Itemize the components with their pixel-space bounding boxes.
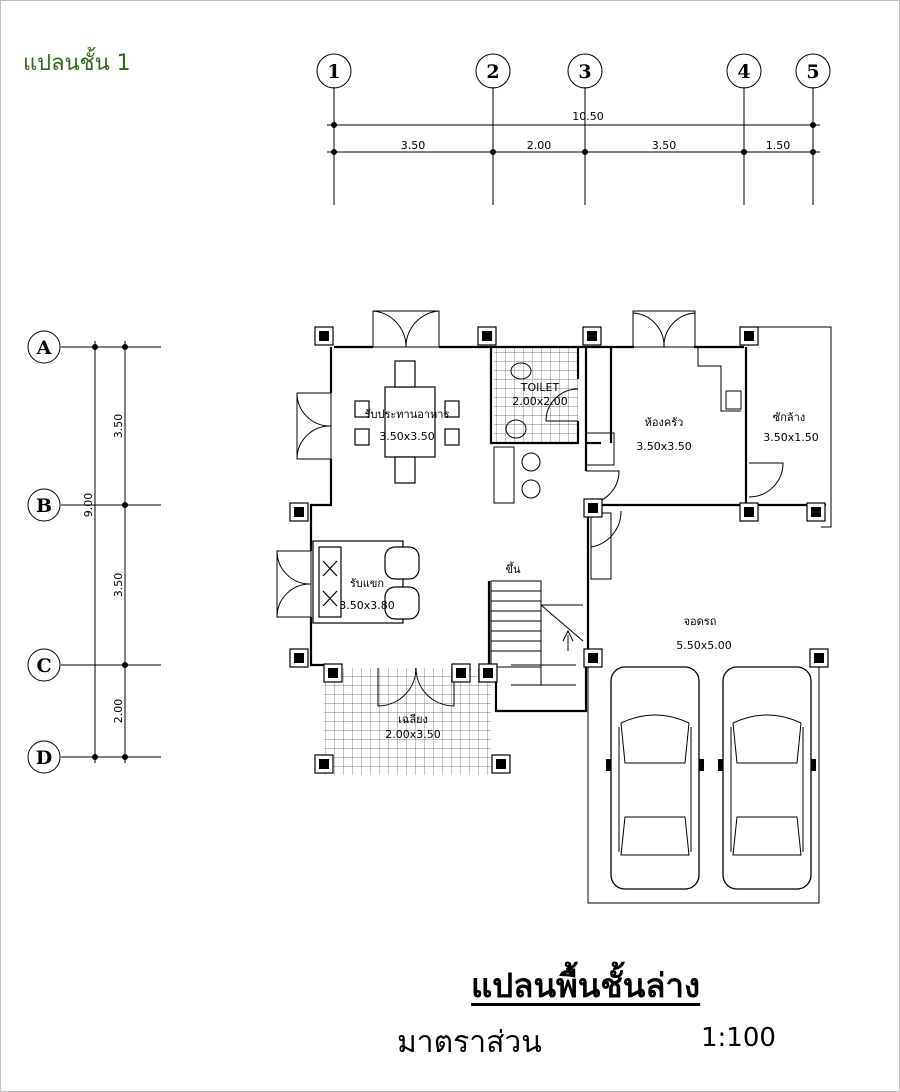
- living-room-furniture: [312, 540, 420, 624]
- span-b-c-dimension: 3.50: [112, 573, 125, 598]
- garage-name: จอดรถ: [684, 615, 717, 628]
- dining-room-name: รับประทานอาหาร: [365, 408, 450, 421]
- column-5-label: 5: [806, 61, 819, 83]
- stair-up-label: ขึ้น: [505, 561, 521, 576]
- living-room-name: รับแขก: [350, 577, 384, 590]
- overall-width-dimension: 10.50: [572, 110, 604, 123]
- porch-name: เฉลียง: [398, 713, 428, 726]
- column-3-label: 3: [578, 61, 591, 83]
- car-2: [717, 666, 817, 890]
- plan-label: แปลนชั้น 1: [23, 51, 131, 76]
- column-2-label: 2: [486, 61, 499, 83]
- row-a-label: A: [36, 337, 52, 359]
- row-d-label: D: [36, 747, 52, 769]
- dining-room-size: 3.50x3.50: [379, 430, 435, 443]
- column-grid: [316, 53, 831, 205]
- porch-size: 2.00x3.50: [385, 728, 441, 741]
- row-grid: [27, 330, 161, 774]
- kitchen-name: ห้องครัว: [645, 416, 684, 429]
- laundry-name: ซักล้าง: [773, 411, 805, 424]
- span-1-2-dimension: 3.50: [401, 139, 426, 152]
- wash-basin: [505, 419, 527, 439]
- toilet-name: TOILET: [520, 381, 560, 394]
- garage-size: 5.50x5.00: [676, 639, 732, 652]
- water-jar-2: [521, 479, 541, 499]
- overall-depth-dimension: 9.00: [82, 493, 95, 518]
- car-1: [605, 666, 705, 890]
- living-room-size: 3.50x3.80: [339, 599, 395, 612]
- kitchen-sink: [725, 390, 742, 410]
- scale-value: 1:100: [701, 1023, 776, 1053]
- doors-and-windows: [276, 310, 784, 707]
- row-b-label: B: [36, 495, 52, 517]
- column-1-label: 1: [327, 61, 340, 83]
- water-jar-1: [521, 452, 541, 472]
- span-a-b-dimension: 3.50: [112, 414, 125, 439]
- scale-label: มาตราส่วน: [397, 1025, 542, 1060]
- porch-tile-floor: [324, 668, 491, 775]
- span-4-5-dimension: 1.50: [766, 139, 791, 152]
- column-4-label: 4: [737, 61, 750, 83]
- kitchen-size: 3.50x3.50: [636, 440, 692, 453]
- stair: [490, 580, 584, 686]
- toilet-tile-floor: [494, 348, 578, 443]
- span-3-4-dimension: 3.50: [652, 139, 677, 152]
- span-2-3-dimension: 2.00: [527, 139, 552, 152]
- toilet-bowl: [510, 362, 532, 380]
- dining-table-set: [354, 360, 460, 484]
- laundry-size: 3.50x1.50: [763, 431, 819, 444]
- plan-title: แปลนพื้นชั้นล่าง: [471, 966, 701, 1005]
- row-c-label: C: [36, 655, 51, 677]
- span-c-d-dimension: 2.00: [112, 699, 125, 724]
- toilet-size: 2.00x2.00: [512, 395, 568, 408]
